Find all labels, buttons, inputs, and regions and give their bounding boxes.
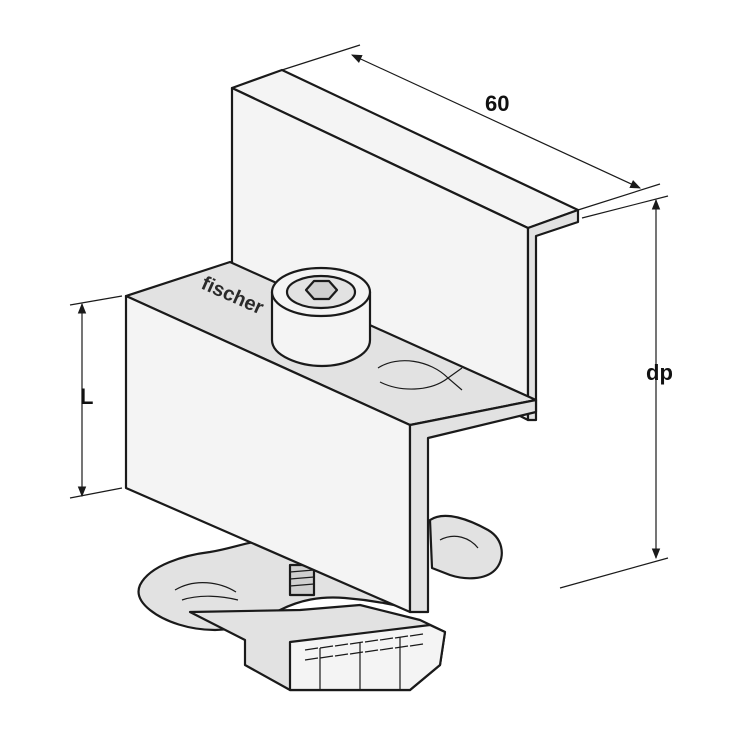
- width-label: 60: [485, 91, 509, 116]
- bolt-shaft: [288, 563, 316, 597]
- dimension-width: 60: [281, 44, 661, 211]
- fish-logo: [377, 360, 463, 391]
- dimension-clamp: L: [69, 295, 123, 499]
- serrated-t-nut: [188, 603, 447, 692]
- height-label: dp: [646, 360, 673, 385]
- socket-head-screw: [270, 266, 372, 368]
- dimension-height: dp: [559, 195, 673, 589]
- clamp-label: L: [80, 384, 93, 409]
